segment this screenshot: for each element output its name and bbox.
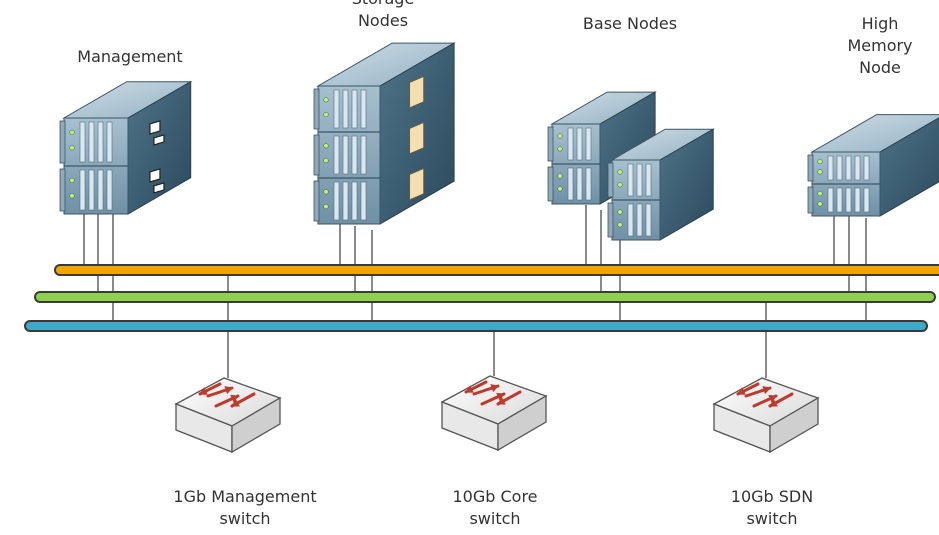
switches <box>174 375 820 454</box>
led-indicator <box>817 201 823 207</box>
led-indicator <box>323 157 329 164</box>
server-groups <box>59 42 939 241</box>
led-indicator <box>617 222 623 228</box>
mgmt-switch-label: 1Gb Management switch <box>173 487 317 528</box>
led-indicator <box>557 173 563 179</box>
led-indicator <box>617 169 623 175</box>
led-indicator <box>617 182 623 188</box>
led-indicator <box>817 191 823 197</box>
led-indicator <box>323 97 329 103</box>
server-unit <box>807 114 939 217</box>
base-nodes-label: Base Nodes <box>582 14 678 33</box>
server-unit <box>313 42 456 225</box>
sdn-switch <box>712 377 820 454</box>
high-memory-node-label: High Memory Node <box>847 14 913 77</box>
core-switch <box>440 375 548 452</box>
led-indicator <box>817 159 823 165</box>
sdn-switch-label: 10Gb SDN switch <box>730 487 814 528</box>
switch-arrows-icon <box>736 382 794 408</box>
management-label: Management <box>77 47 183 66</box>
led-indicator <box>69 129 75 135</box>
base-servers <box>547 91 716 241</box>
switch-arrows-icon <box>198 382 256 408</box>
led-indicator <box>557 186 563 192</box>
led-indicator <box>817 169 823 175</box>
led-indicator <box>69 145 75 151</box>
storage-nodes-label: Storage Nodes <box>352 0 415 30</box>
led-indicator <box>557 146 563 152</box>
led-indicator <box>617 209 623 215</box>
management-servers <box>59 80 193 215</box>
led-indicator <box>323 189 329 195</box>
core-switch-label: 10Gb Core switch <box>452 487 538 528</box>
led-indicator <box>323 111 329 118</box>
storage-servers <box>313 42 456 225</box>
mgmt-switch <box>174 377 282 454</box>
high-memory-servers <box>807 114 939 217</box>
server-unit <box>59 80 193 215</box>
network-buses <box>24 264 939 332</box>
led-indicator <box>323 203 329 210</box>
led-indicator <box>323 143 329 149</box>
led-indicator <box>69 177 75 183</box>
server-unit <box>607 128 716 241</box>
led-indicator <box>69 193 75 199</box>
switch-arrows-icon <box>464 380 522 406</box>
led-indicator <box>557 133 563 139</box>
